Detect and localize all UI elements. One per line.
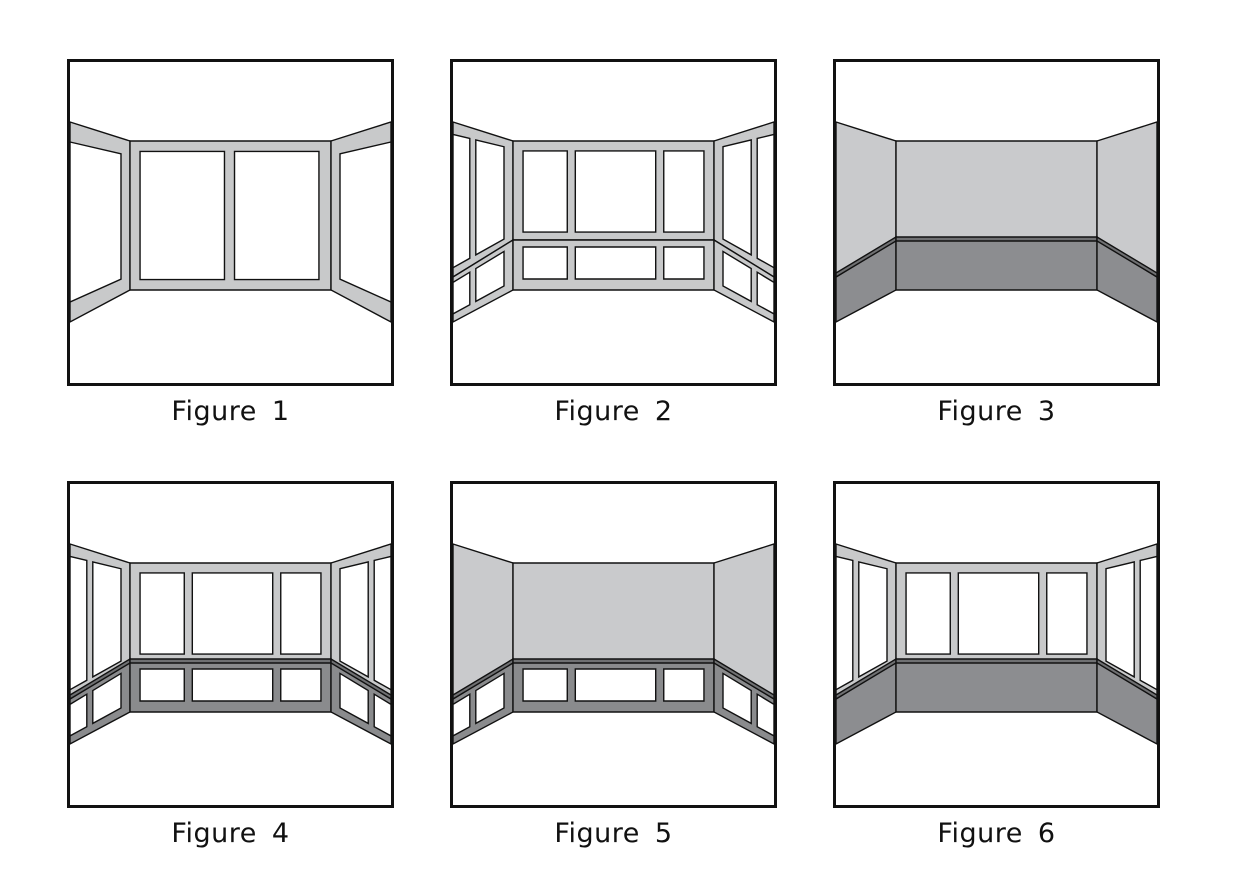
- fig1-left-pane: [69, 141, 122, 304]
- figure-2: Figure 2: [450, 59, 777, 427]
- figure-1-drawing: [67, 59, 394, 386]
- fig5-back-lower-pane-2: [574, 668, 657, 702]
- fig6-back-upper-pane-3: [1046, 572, 1088, 655]
- fig4-back-sill: [129, 658, 332, 664]
- figure-5-caption: Figure 5: [554, 818, 673, 849]
- fig1-right-pane: [339, 141, 392, 304]
- fig4-right-lower-pane-1: [339, 672, 369, 725]
- fig2-right-upper-pane-2: [756, 133, 775, 269]
- figure-4-drawing: [67, 481, 394, 808]
- fig2-back-lower-pane-3: [663, 246, 705, 280]
- fig4-left-lower-pane-2: [92, 672, 122, 725]
- fig2-right-lower-pane-1: [722, 250, 752, 303]
- fig4-back-upper-pane-1: [139, 572, 185, 655]
- figure-2-caption: Figure 2: [554, 396, 673, 427]
- figure-3-caption: Figure 3: [937, 396, 1056, 427]
- fig2-right-upper-pane-1: [722, 139, 752, 257]
- fig4-left-upper-pane-2: [92, 561, 122, 679]
- fig2-back-lower-pane-2: [574, 246, 657, 280]
- fig6-back-upper-pane-2: [957, 572, 1040, 655]
- figure-4: Figure 4: [67, 481, 394, 849]
- fig2-left-lower-pane-2: [475, 250, 505, 303]
- figure-2-drawing: [450, 59, 777, 386]
- fig6-back-upper-pane-1: [905, 572, 951, 655]
- fig6-back-lower-wall: [895, 661, 1098, 713]
- fig5-border-outline: [450, 481, 777, 808]
- fig1-back-pane-right: [233, 150, 320, 281]
- fig4-back-lower-pane-2: [191, 668, 274, 702]
- figure-3-drawing: [833, 59, 1160, 386]
- figure-5-drawing: [450, 481, 777, 808]
- fig6-left-upper-pane-1: [835, 555, 854, 691]
- fig3-back-lower-wall: [895, 239, 1098, 291]
- fig6-left-upper-pane-2: [858, 561, 888, 679]
- fig2-back-upper-pane-1: [522, 150, 568, 233]
- fig5-back-sill: [512, 658, 715, 664]
- figure-5: Figure 5: [450, 481, 777, 849]
- fig5-left-lower-pane-2: [475, 672, 505, 725]
- fig2-back-lower-pane-1: [522, 246, 568, 280]
- fig5-back-upper-wall: [512, 562, 715, 663]
- fig4-back-lower-pane-1: [139, 668, 185, 702]
- figure-6-drawing: [833, 481, 1160, 808]
- fig6-border-outline: [833, 481, 1160, 808]
- fig6-back-sill: [895, 658, 1098, 664]
- fig5-back-lower-pane-1: [522, 668, 568, 702]
- fig2-left-upper-pane-2: [475, 139, 505, 257]
- fig3-back-upper-wall: [895, 140, 1098, 241]
- figure-6: Figure 6: [833, 481, 1160, 849]
- fig6-right-upper-pane-2: [1139, 555, 1158, 691]
- fig6-right-upper-pane-1: [1105, 561, 1135, 679]
- figure-3: Figure 3: [833, 59, 1160, 427]
- fig4-left-upper-pane-1: [69, 555, 88, 691]
- fig1-border-outline: [67, 59, 394, 386]
- fig2-back-upper-pane-2: [574, 150, 657, 233]
- fig2-border-outline: [450, 59, 777, 386]
- fig5-right-lower-pane-1: [722, 672, 752, 725]
- fig5-back-lower-pane-3: [663, 668, 705, 702]
- fig4-right-upper-pane-1: [339, 561, 369, 679]
- fig2-left-upper-pane-1: [452, 133, 471, 269]
- fig3-border-outline: [833, 59, 1160, 386]
- fig4-back-upper-pane-3: [280, 572, 322, 655]
- fig3-back-sill: [895, 236, 1098, 242]
- fig4-right-upper-pane-2: [373, 555, 392, 691]
- fig4-back-upper-pane-2: [191, 572, 274, 655]
- fig1-back-pane-left: [139, 150, 226, 281]
- figure-1-caption: Figure 1: [171, 396, 290, 427]
- fig4-border-outline: [67, 481, 394, 808]
- figure-6-caption: Figure 6: [937, 818, 1056, 849]
- figure-1: Figure 1: [67, 59, 394, 427]
- figure-4-caption: Figure 4: [171, 818, 290, 849]
- fig2-back-upper-pane-3: [663, 150, 705, 233]
- fig4-back-lower-pane-3: [280, 668, 322, 702]
